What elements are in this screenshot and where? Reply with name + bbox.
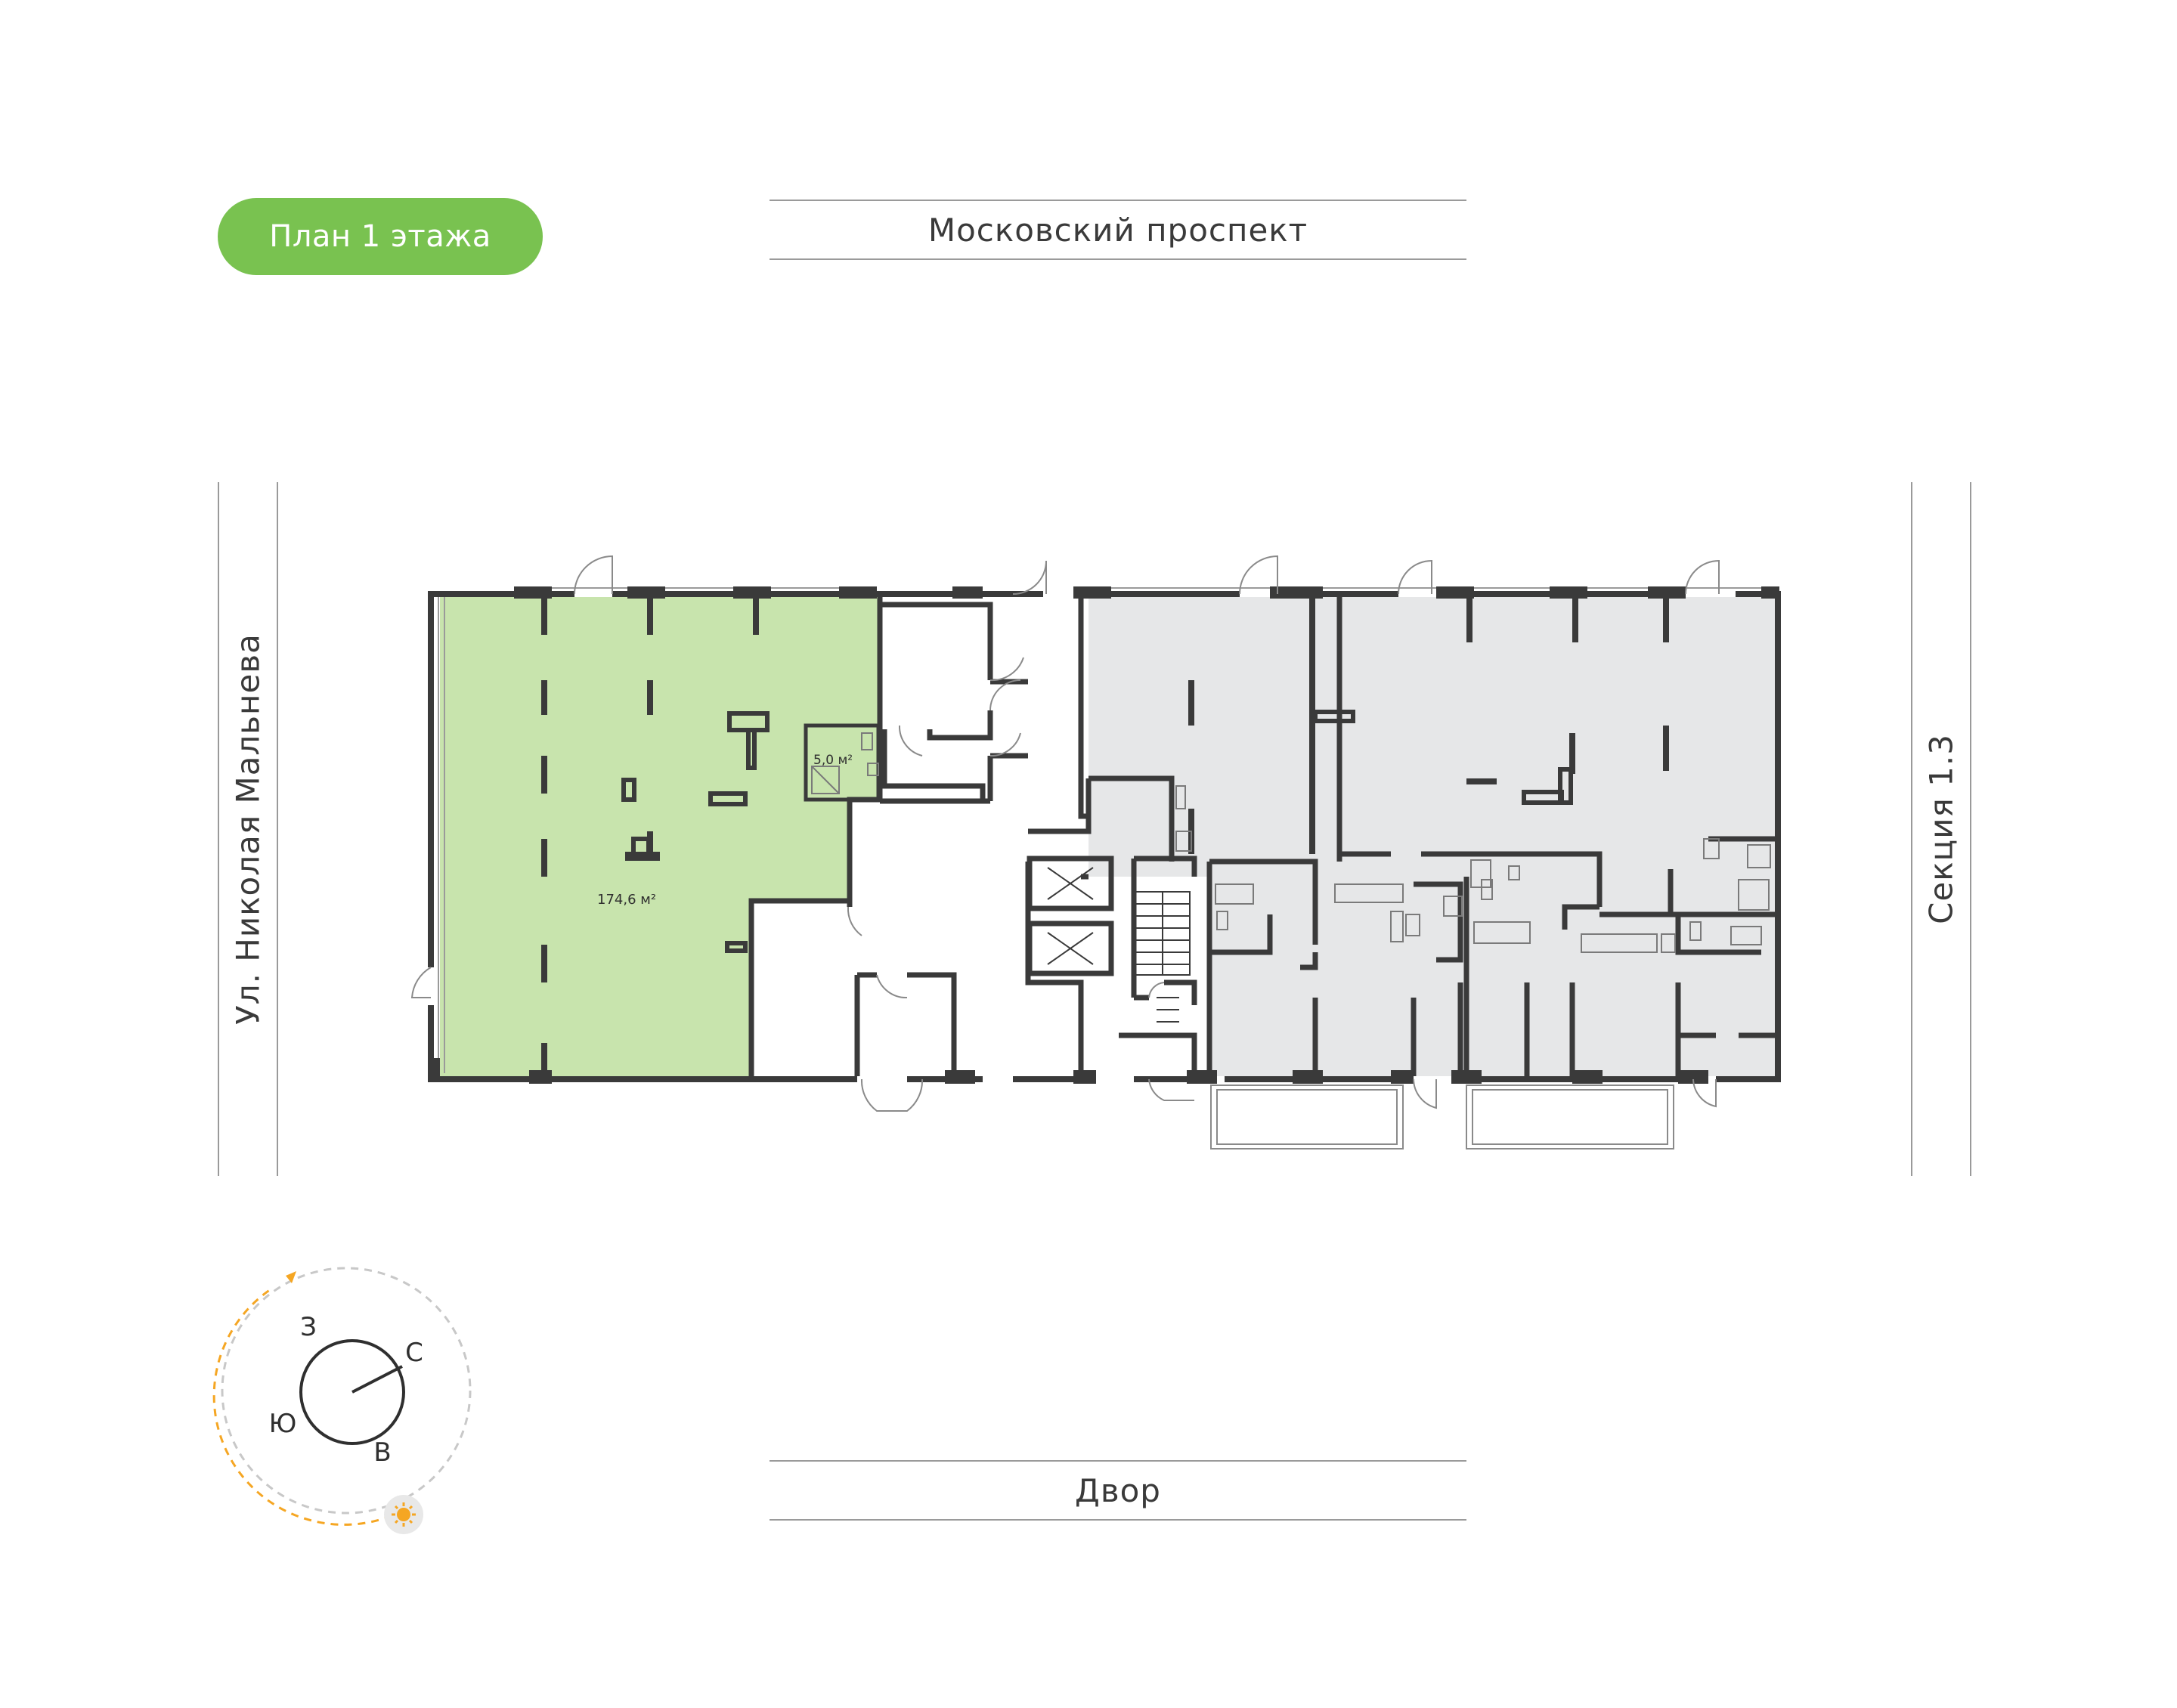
unit-area-main: 174,6 м² [597, 892, 657, 908]
compass-north: С [405, 1338, 423, 1368]
elevator-marks [1047, 867, 1094, 965]
floor-plan-badge: План 1 этажа [218, 198, 543, 275]
street-east: Секция 1.3 [1911, 482, 1971, 1176]
street-north: Московский проспект [770, 200, 1466, 260]
doors [410, 555, 1720, 1112]
fixtures [811, 732, 1771, 953]
stairs [1135, 891, 1191, 1023]
street-west: Ул. Николая Мальнева [218, 482, 278, 1176]
street-south: Двор [770, 1460, 1466, 1521]
unit-other-1[interactable] [1088, 597, 1339, 877]
compass-south: Ю [268, 1409, 297, 1439]
compass-west: З [300, 1312, 317, 1342]
sun-icon [384, 1495, 423, 1534]
internal-walls [541, 597, 1778, 1076]
balconies [1210, 1085, 1674, 1149]
small-columns [621, 710, 1573, 953]
unit-commercial-main[interactable] [440, 597, 881, 1076]
unit-other-4[interactable] [1466, 854, 1778, 1076]
unit-other-3[interactable] [1209, 862, 1466, 1076]
compass-east: В [373, 1437, 392, 1468]
unit-area-wc: 5,0 м² [813, 753, 853, 768]
compass [212, 1267, 472, 1526]
